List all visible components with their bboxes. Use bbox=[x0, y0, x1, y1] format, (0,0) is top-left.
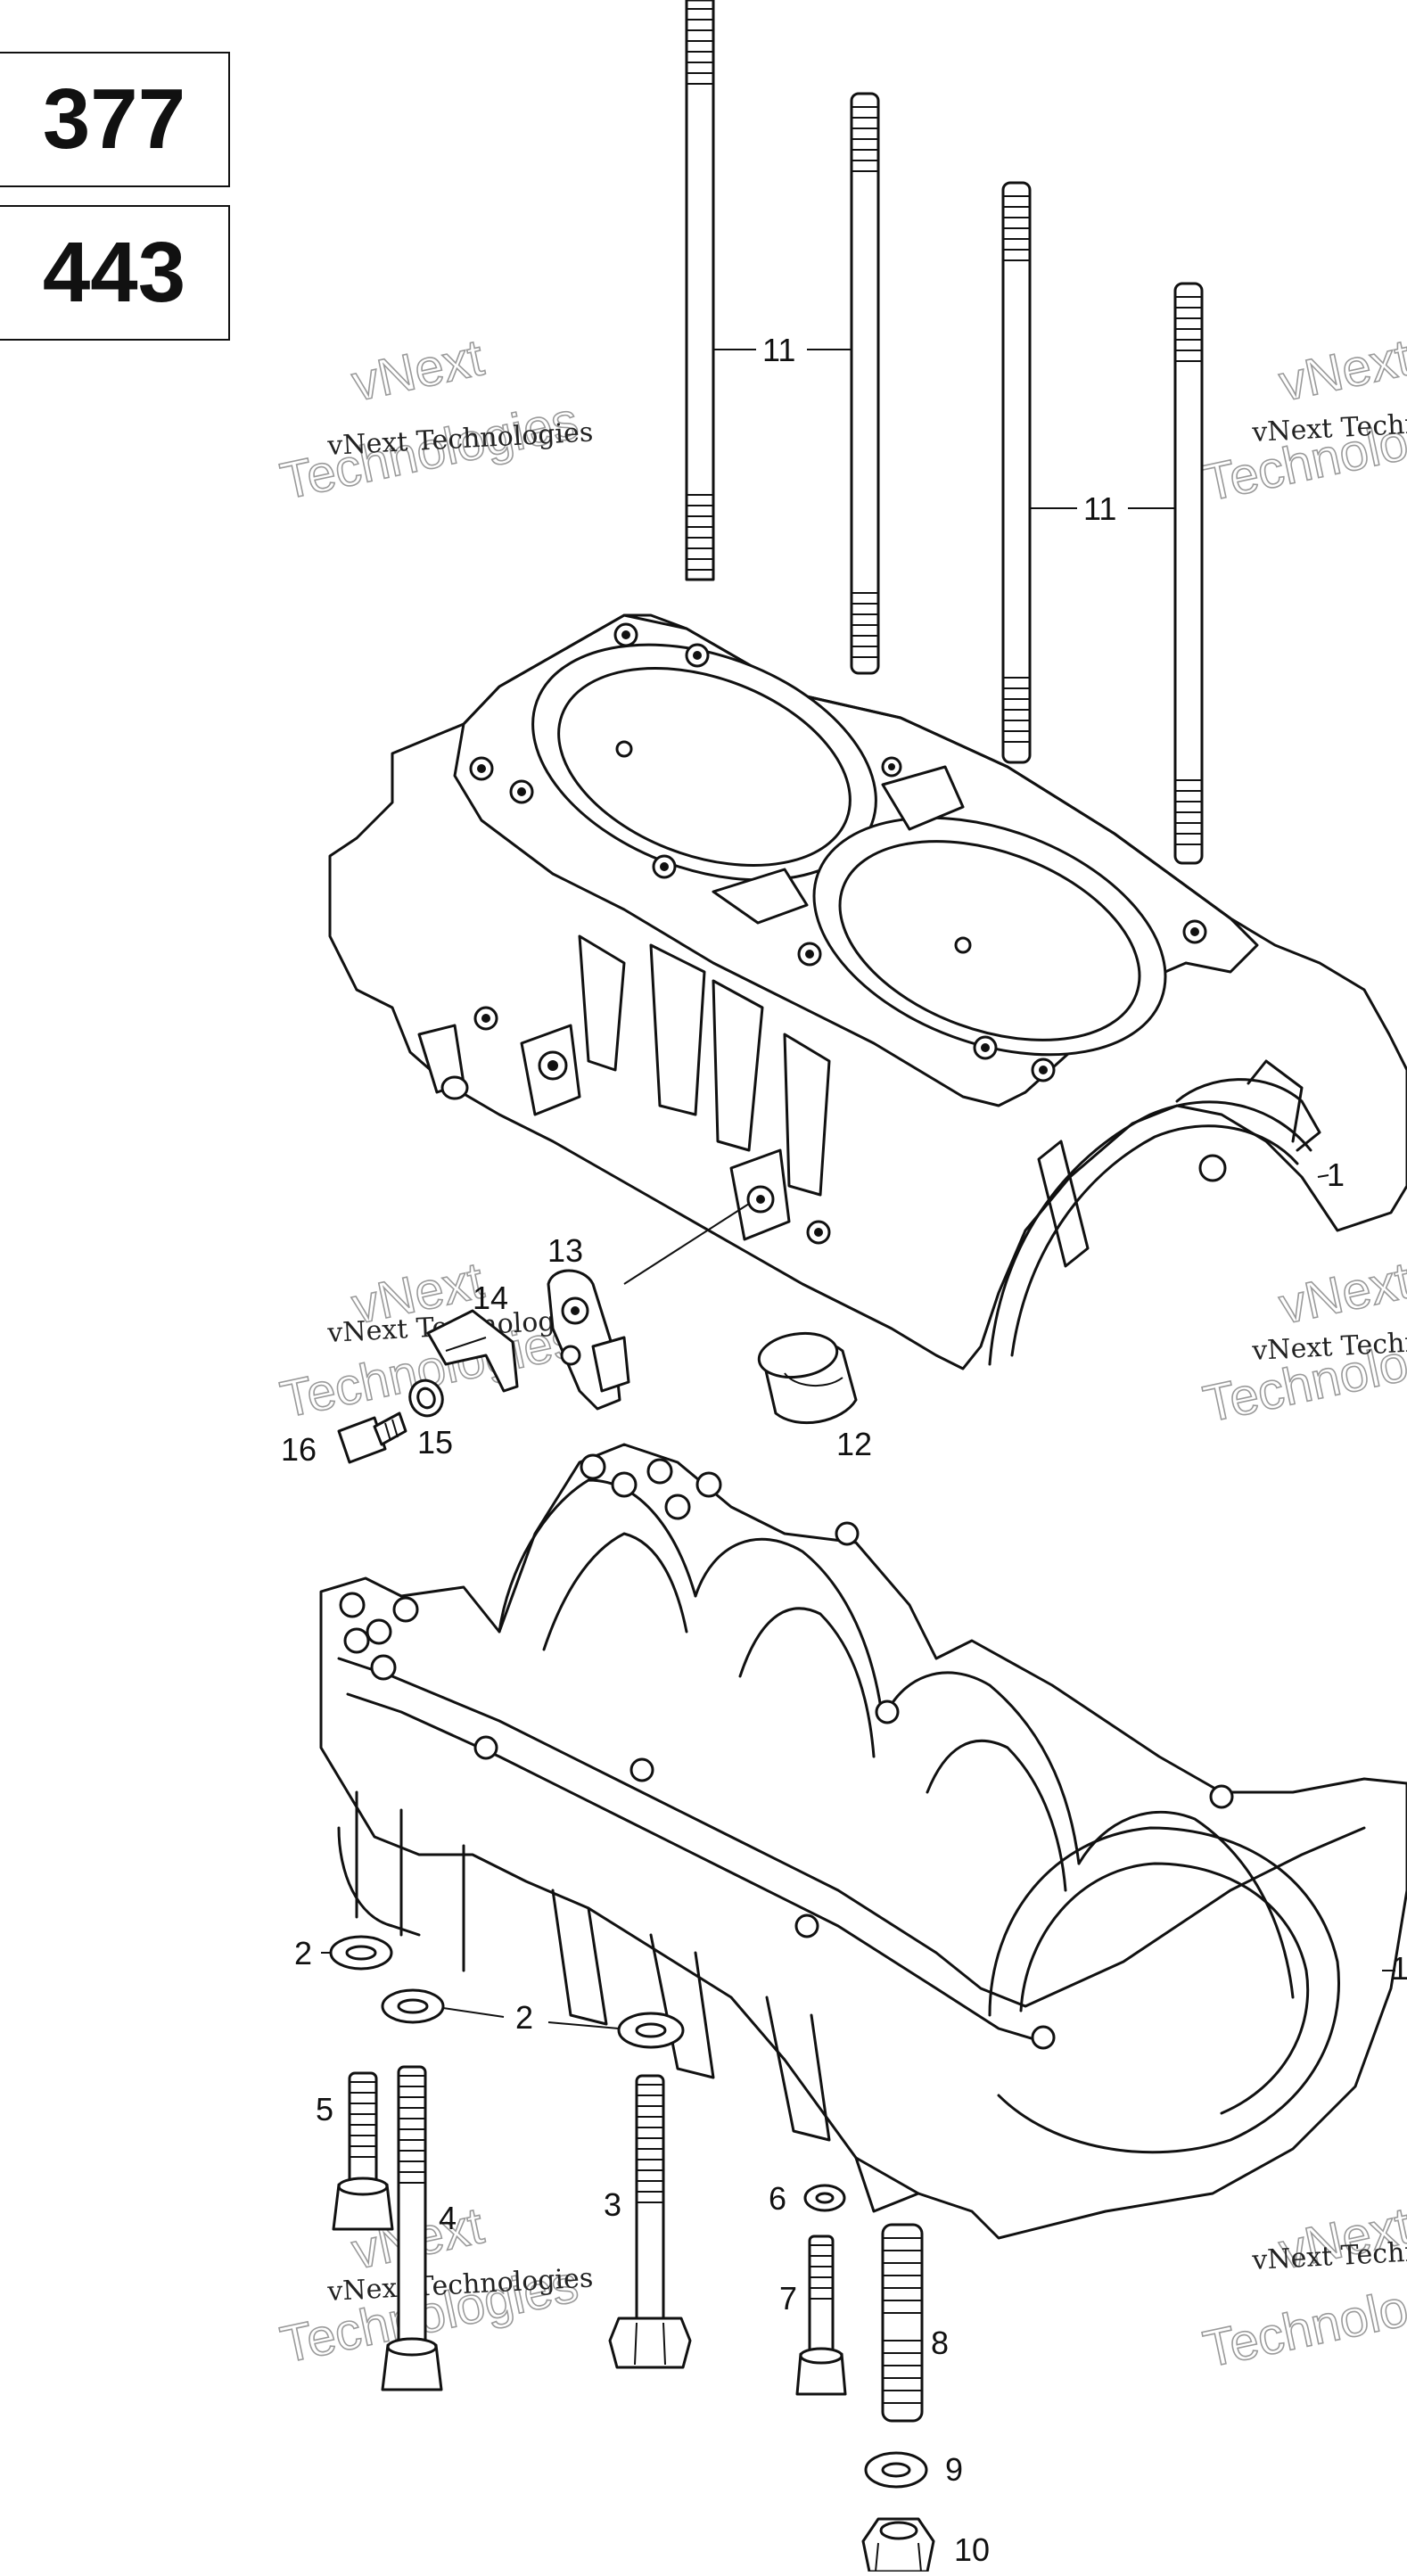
model-label-377: 377 bbox=[0, 52, 230, 187]
watermark-mid-left: vNext Technologies vNext Technologies bbox=[275, 1251, 594, 1430]
hex-bolt-3 bbox=[608, 2074, 692, 2369]
hex-nut-10 bbox=[861, 2517, 935, 2573]
callout-4: 4 bbox=[439, 2200, 457, 2236]
stud-11-d bbox=[1173, 282, 1204, 865]
leader-1-a bbox=[1317, 1174, 1329, 1178]
callout-12: 12 bbox=[836, 1426, 872, 1462]
callout-6: 6 bbox=[769, 2180, 786, 2217]
callout-15: 15 bbox=[417, 1424, 453, 1461]
callout-5: 5 bbox=[316, 2091, 333, 2127]
callout-11: 11 bbox=[762, 332, 795, 368]
lock-washer-9 bbox=[864, 2451, 928, 2489]
lower-flange-bolt-holes bbox=[339, 1453, 1234, 2050]
callout-1: 1 bbox=[1327, 1156, 1345, 1193]
watermark-bottom-right: vNext Technologies vNext Technologies bbox=[1197, 2196, 1407, 2380]
upper-crankcase-half bbox=[328, 613, 1407, 1370]
svg-text:vNext: vNext bbox=[1274, 328, 1407, 412]
screw-16 bbox=[337, 1411, 407, 1464]
lower-crankcase-half bbox=[319, 1443, 1407, 2240]
socket-bolt-4 bbox=[381, 2065, 443, 2391]
washer-15 bbox=[408, 1379, 444, 1418]
washer-6 bbox=[803, 2184, 846, 2212]
svg-text:vNext: vNext bbox=[1274, 1251, 1407, 1335]
lock-washer-2-a bbox=[329, 1935, 393, 1971]
cap-plug-12 bbox=[757, 1331, 858, 1425]
model-label-443: 443 bbox=[0, 205, 230, 341]
leader-2-b bbox=[442, 2007, 620, 2029]
callout-2-b: 2 bbox=[515, 1999, 533, 2036]
bracket-13 bbox=[547, 1269, 630, 1411]
stud-11-a bbox=[685, 0, 715, 581]
watermark-mid-right: vNext Technologies vNext Technologies bbox=[1197, 1251, 1407, 1435]
callout-1-b: 1 bbox=[1391, 1950, 1407, 1987]
lock-plate-14 bbox=[426, 1309, 519, 1393]
callout-3: 3 bbox=[604, 2186, 621, 2223]
stud-11-b bbox=[850, 92, 880, 675]
watermark-top-left: vNext Technologies vNext Technologies bbox=[275, 328, 594, 512]
svg-text:Technologies: Technologies bbox=[1198, 2259, 1407, 2379]
callout-7: 7 bbox=[779, 2280, 797, 2317]
callout-2: 2 bbox=[294, 1935, 312, 1971]
stud-8 bbox=[881, 2223, 924, 2423]
callout-16: 16 bbox=[281, 1431, 317, 1468]
watermark-top-right: vNext Technologies vNext Technologies bbox=[1197, 328, 1407, 514]
socket-bolt-5 bbox=[332, 2071, 394, 2231]
leader-13 bbox=[623, 1203, 750, 1285]
callout-11-b: 11 bbox=[1083, 490, 1116, 527]
socket-bolt-7 bbox=[795, 2234, 847, 2396]
callout-14: 14 bbox=[473, 1280, 508, 1316]
deck-bolt-holes bbox=[469, 622, 1207, 1082]
svg-text:vNext: vNext bbox=[347, 328, 489, 412]
lock-washer-2-c bbox=[617, 2012, 685, 2049]
stud-11-c bbox=[1001, 181, 1032, 764]
callout-10: 10 bbox=[954, 2531, 990, 2568]
lock-washer-2-b bbox=[381, 1988, 445, 2024]
callout-8: 8 bbox=[931, 2325, 949, 2361]
callout-13: 13 bbox=[547, 1232, 583, 1269]
callout-9: 9 bbox=[945, 2451, 963, 2488]
